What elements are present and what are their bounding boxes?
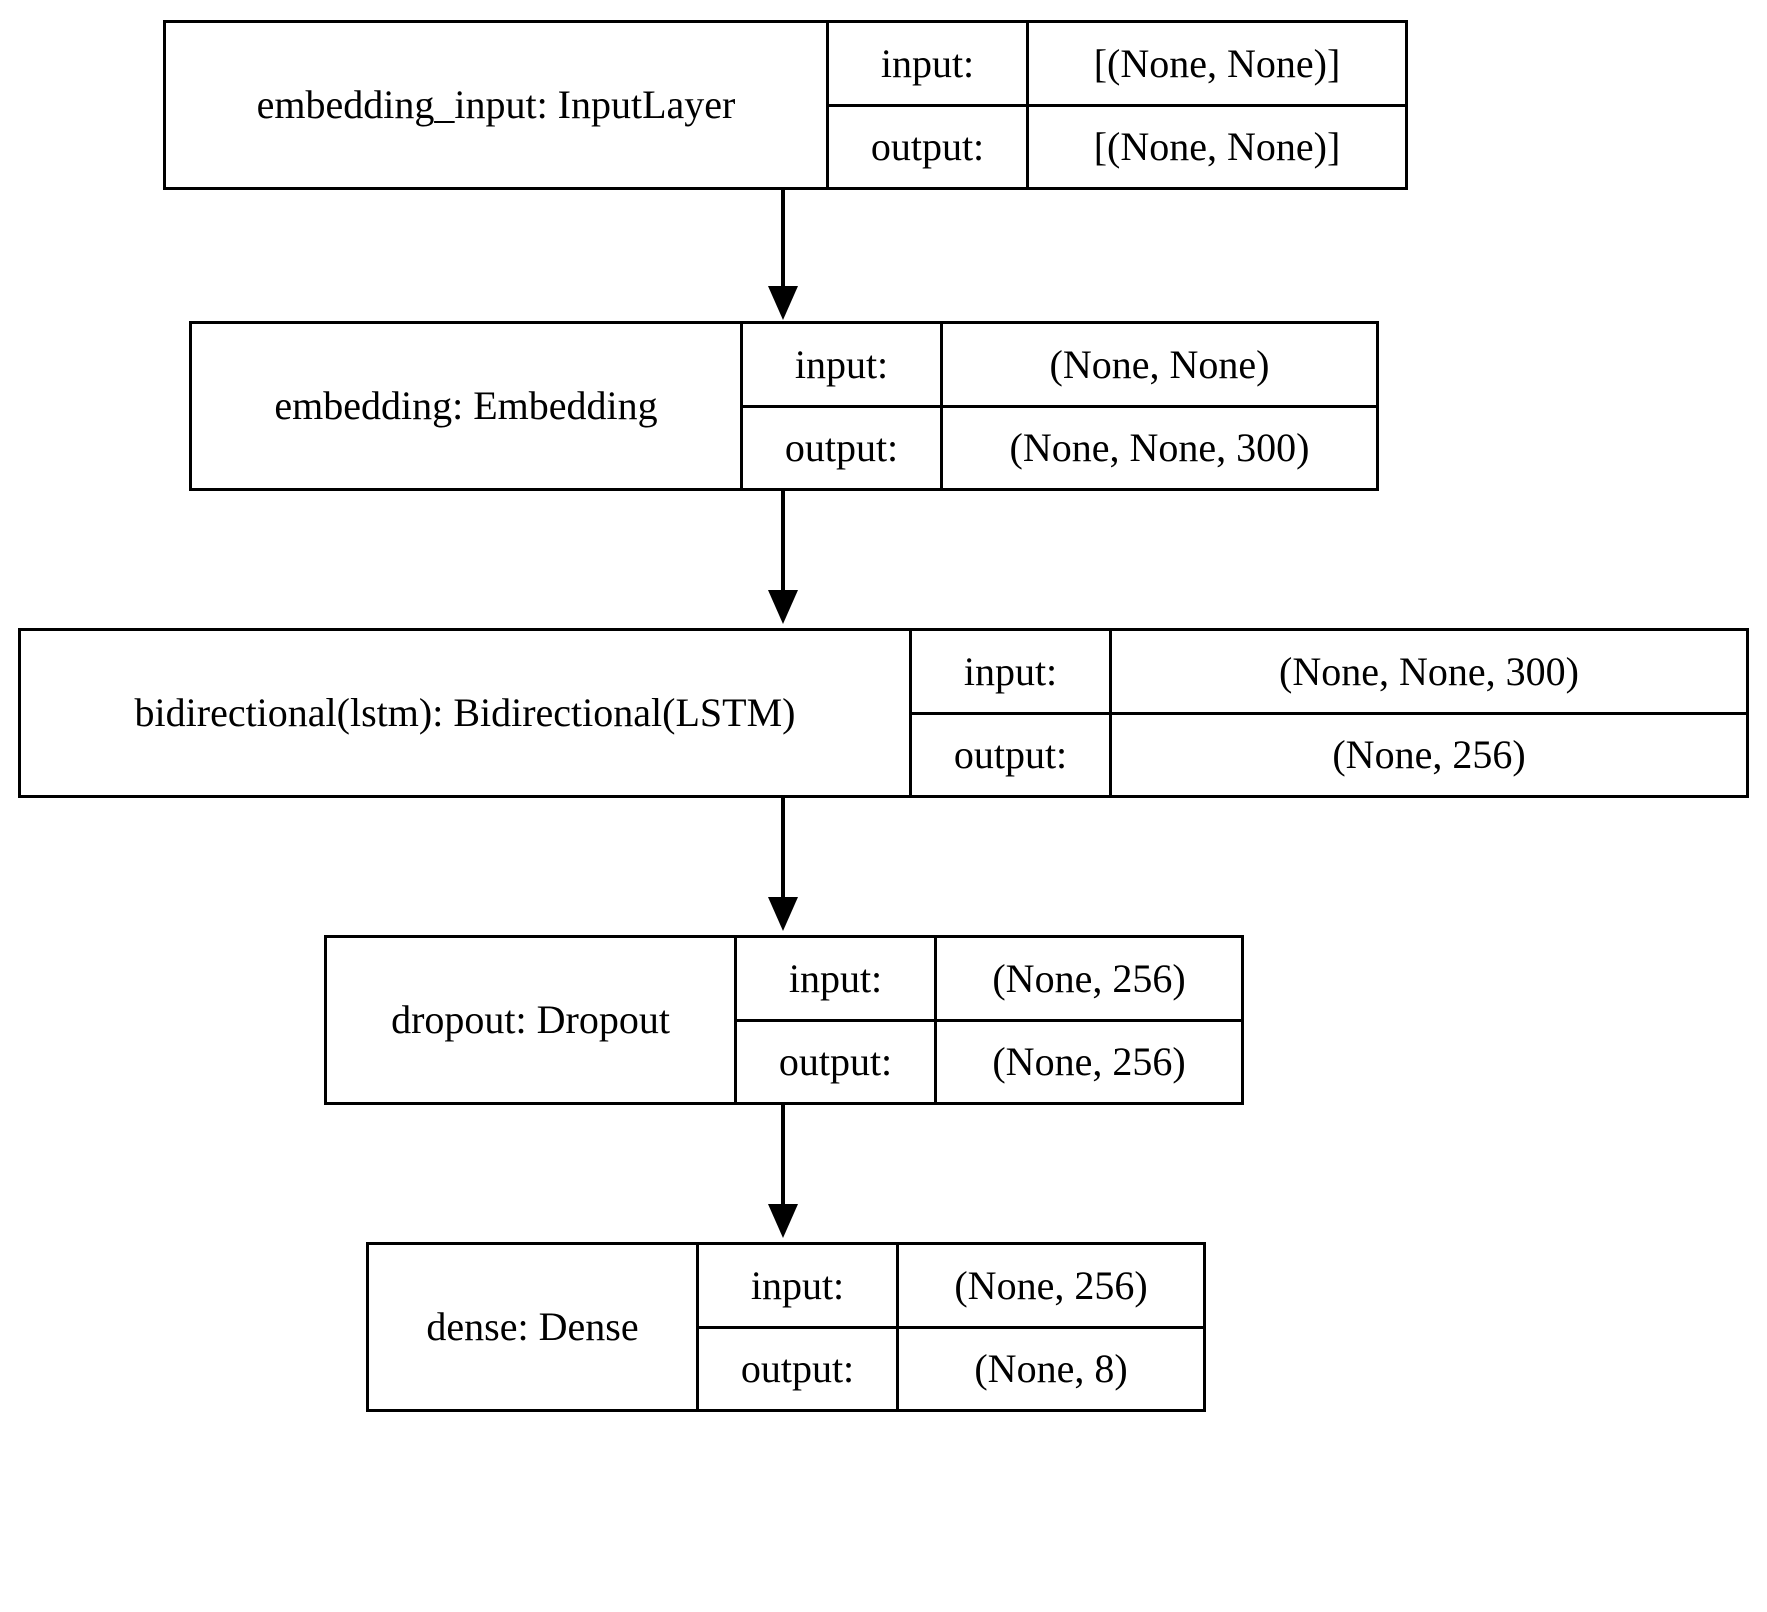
input-label: input: [737,938,937,1019]
output-shape-value: [(None, None)] [1093,124,1341,170]
arrow-head-icon [768,1204,798,1238]
layer-node-dropout[interactable]: dropout: Dropout input: (None, 256) outp… [324,935,1244,1105]
shape-row-input: input: (None, None, 300) [912,631,1746,715]
input-label: input: [699,1245,899,1326]
output-shape-value: (None, 256) [1332,732,1526,778]
shape-row-input: input: (None, None) [743,324,1376,408]
input-shape-value: (None, None, 300) [1279,648,1579,694]
output-label: output: [912,714,1112,795]
shape-table-bidirectional-lstm: input: (None, None, 300) output: (None, … [909,631,1746,795]
layer-node-embedding[interactable]: embedding: Embedding input: (None, None)… [189,321,1379,491]
layer-name-embedding-input: embedding_input: InputLayer [256,82,736,127]
layer-name-dense: dense: Dense [426,1304,639,1349]
layer-node-bidirectional-lstm[interactable]: bidirectional(lstm): Bidirectional(LSTM)… [18,628,1749,798]
shape-table-dropout: input: (None, 256) output: (None, 256) [734,938,1241,1102]
arrow-head-icon [768,286,798,320]
shape-row-output: output: (None, 256) [737,1021,1241,1102]
layer-node-embedding-input[interactable]: embedding_input: InputLayer input: [(Non… [163,20,1408,190]
shape-row-output: output: (None, 256) [912,714,1746,795]
input-label: input: [743,324,943,405]
edge-line [781,190,785,290]
output-label: output: [737,1021,937,1102]
shape-row-output: output: [(None, None)] [829,106,1405,187]
shape-row-output: output: (None, None, 300) [743,407,1376,488]
input-label: input: [912,631,1112,712]
input-label: input: [829,23,1029,104]
input-shape-value: (None, None) [1049,341,1270,387]
shape-table-embedding: input: (None, None) output: (None, None,… [740,324,1376,488]
shape-row-input: input: (None, 256) [737,938,1241,1022]
edge-line [781,491,785,594]
layer-name-embedding: embedding: Embedding [274,383,658,428]
shape-row-output: output: (None, 8) [699,1328,1203,1409]
shape-row-input: input: (None, 256) [699,1245,1203,1329]
input-shape-value: (None, 256) [992,955,1186,1001]
output-label: output: [743,407,943,488]
arrow-head-icon [768,590,798,624]
output-shape-value: (None, None, 300) [1009,425,1310,471]
shape-table-dense: input: (None, 256) output: (None, 8) [696,1245,1203,1409]
output-shape-value: (None, 256) [992,1039,1186,1085]
arrow-head-icon [768,897,798,931]
shape-table-embedding-input: input: [(None, None)] output: [(None, No… [826,23,1405,187]
input-shape-value: [(None, None)] [1093,40,1341,86]
layer-name-dropout: dropout: Dropout [391,997,670,1042]
edge-line [781,1105,785,1208]
output-label: output: [829,106,1029,187]
output-label: output: [699,1328,899,1409]
shape-row-input: input: [(None, None)] [829,23,1405,107]
output-shape-value: (None, 8) [974,1346,1128,1392]
input-shape-value: (None, 256) [954,1262,1148,1308]
layer-name-bidirectional-lstm: bidirectional(lstm): Bidirectional(LSTM) [134,690,796,735]
layer-node-dense[interactable]: dense: Dense input: (None, 256) output: … [366,1242,1206,1412]
edge-line [781,798,785,901]
